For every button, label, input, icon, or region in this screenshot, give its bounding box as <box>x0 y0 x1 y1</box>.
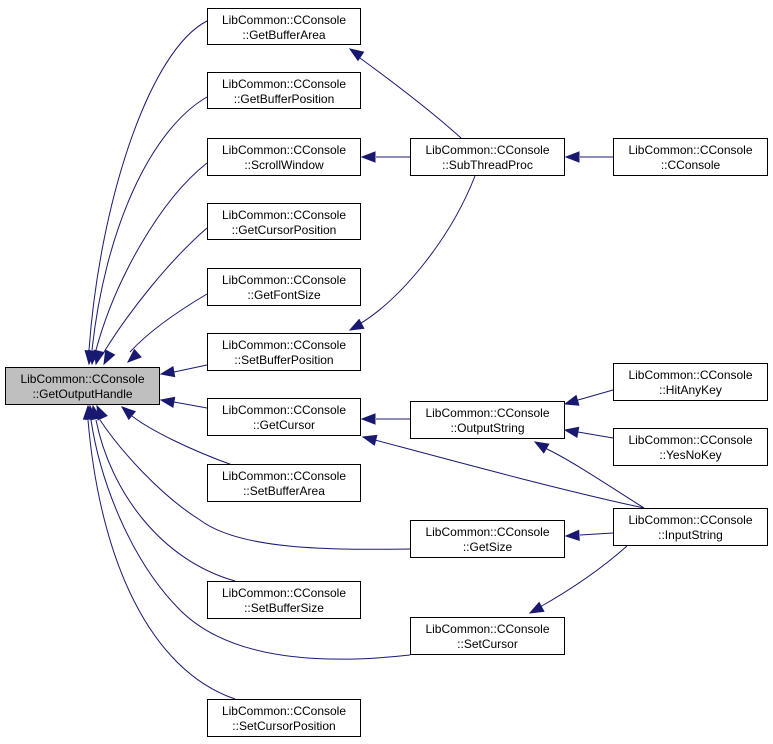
node-label-method: ::YesNoKey <box>659 448 722 462</box>
edge-getcursorposition-to-getoutputhandle <box>103 227 208 366</box>
edge-getcursor-to-getoutputhandle <box>159 396 208 409</box>
edge-setcursorposition-to-getoutputhandle <box>82 404 236 700</box>
node-label-class: LibCommon::CConsole <box>221 77 347 91</box>
node-label-class: LibCommon::CConsole <box>628 433 753 447</box>
node-label-class: LibCommon::CConsole <box>628 143 753 157</box>
node-label-class: LibCommon::CConsole <box>221 704 347 718</box>
node-yesnokey[interactable]: LibCommon::CConsole::YesNoKey <box>613 428 768 466</box>
node-hitanykey[interactable]: LibCommon::CConsole::HitAnyKey <box>613 363 768 401</box>
node-setcursor[interactable]: LibCommon::CConsole::SetCursor <box>410 617 565 655</box>
edge-cconsole-to-subthreadproc <box>564 151 613 163</box>
node-label-class: LibCommon::CConsole <box>628 368 753 382</box>
node-setcursorposition[interactable]: LibCommon::CConsole::SetCursorPosition <box>207 699 361 737</box>
node-label-method: ::OutputString <box>450 421 525 435</box>
node-subthreadproc[interactable]: LibCommon::CConsole::SubThreadProc <box>410 138 565 176</box>
node-label-class: LibCommon::CConsole <box>221 338 347 352</box>
node-label-method: ::GetFontSize <box>247 288 321 302</box>
node-setbufferarea[interactable]: LibCommon::CConsole::SetBufferArea <box>207 464 361 502</box>
node-label-method: ::SetBufferPosition <box>234 353 334 367</box>
node-label-class: LibCommon::CConsole <box>628 513 753 527</box>
node-getbufferposition[interactable]: LibCommon::CConsole::GetBufferPosition <box>207 72 361 109</box>
node-label-class: LibCommon::CConsole <box>425 143 550 157</box>
node-label-method: ::GetCursorPosition <box>231 223 337 237</box>
node-getoutputhandle[interactable]: LibCommon::CConsole::GetOutputHandle <box>5 367 160 405</box>
node-label-method: ::SetBufferSize <box>244 601 324 615</box>
node-getbufferarea[interactable]: LibCommon::CConsole::GetBufferArea <box>207 8 361 45</box>
node-label-class: LibCommon::CConsole <box>221 403 347 417</box>
edge-inputstring-to-outputstring <box>533 441 645 509</box>
node-inputstring[interactable]: LibCommon::CConsole::InputString <box>613 508 768 546</box>
node-label-class: LibCommon::CConsole <box>425 622 550 636</box>
edge-setbufferarea-to-getoutputhandle <box>120 406 236 467</box>
node-label-method: ::GetOutputHandle <box>32 387 133 401</box>
node-scrollwindow[interactable]: LibCommon::CConsole::ScrollWindow <box>207 138 361 176</box>
edge-inputstring-to-getcursor <box>361 434 645 509</box>
edge-yesnokey-to-outputstring <box>563 426 614 439</box>
node-getsize[interactable]: LibCommon::CConsole::GetSize <box>410 520 565 558</box>
node-outputstring[interactable]: LibCommon::CConsole::OutputString <box>410 401 565 439</box>
edge-hitanykey-to-outputstring <box>563 389 614 406</box>
edge-scrollwindow-to-getoutputhandle <box>93 162 208 366</box>
node-label-method: ::GetCursor <box>252 418 315 432</box>
node-setbuffersize[interactable]: LibCommon::CConsole::SetBufferSize <box>207 581 361 619</box>
node-getfontsize[interactable]: LibCommon::CConsole::GetFontSize <box>207 268 361 306</box>
edge-getfontsize-to-getoutputhandle <box>126 293 208 363</box>
node-label-class: LibCommon::CConsole <box>20 372 145 386</box>
node-getcursorposition[interactable]: LibCommon::CConsole::GetCursorPosition <box>207 203 361 240</box>
node-label-method: ::SetCursor <box>457 637 518 651</box>
node-getcursor[interactable]: LibCommon::CConsole::GetCursor <box>207 398 361 436</box>
node-label-method: ::InputString <box>658 528 723 542</box>
node-label-method: ::HitAnyKey <box>659 383 722 397</box>
edge-subthreadproc-to-scrollwindow <box>360 151 410 163</box>
node-label-method: ::SetBufferArea <box>243 484 325 498</box>
node-label-method: ::SubThreadProc <box>442 158 533 172</box>
node-label-class: LibCommon::CConsole <box>221 13 347 27</box>
node-label-method: ::ScrollWindow <box>244 158 324 172</box>
node-label-method: ::GetSize <box>462 540 513 554</box>
edge-setbufferposition-to-getoutputhandle <box>159 364 208 378</box>
edge-setcursor-to-getoutputhandle <box>85 404 411 660</box>
node-label-class: LibCommon::CConsole <box>221 273 347 287</box>
node-label-class: LibCommon::CConsole <box>425 406 550 420</box>
edge-inputstring-to-getsize <box>564 529 614 542</box>
node-label-method: ::GetBufferPosition <box>233 92 335 106</box>
edge-subthreadproc-to-setbufferposition <box>348 175 476 331</box>
node-label-method: ::SetCursorPosition <box>232 719 336 733</box>
edge-outputstring-to-getcursor <box>360 413 410 425</box>
node-cconsole[interactable]: LibCommon::CConsole::CConsole <box>613 138 768 176</box>
node-label-method: ::GetBufferArea <box>242 28 326 42</box>
node-label-class: LibCommon::CConsole <box>221 586 347 600</box>
edge-subthreadproc-to-getbufferarea <box>348 48 462 139</box>
node-setbufferposition[interactable]: LibCommon::CConsole::SetBufferPosition <box>207 333 361 371</box>
node-label-class: LibCommon::CConsole <box>425 525 550 539</box>
node-label-class: LibCommon::CConsole <box>221 208 347 222</box>
node-label-method: ::CConsole <box>660 158 721 172</box>
edge-getbufferarea-to-getoutputhandle <box>84 20 208 366</box>
edge-inputstring-to-setcursor <box>528 545 628 614</box>
node-label-class: LibCommon::CConsole <box>221 143 347 157</box>
node-label-class: LibCommon::CConsole <box>221 469 347 483</box>
